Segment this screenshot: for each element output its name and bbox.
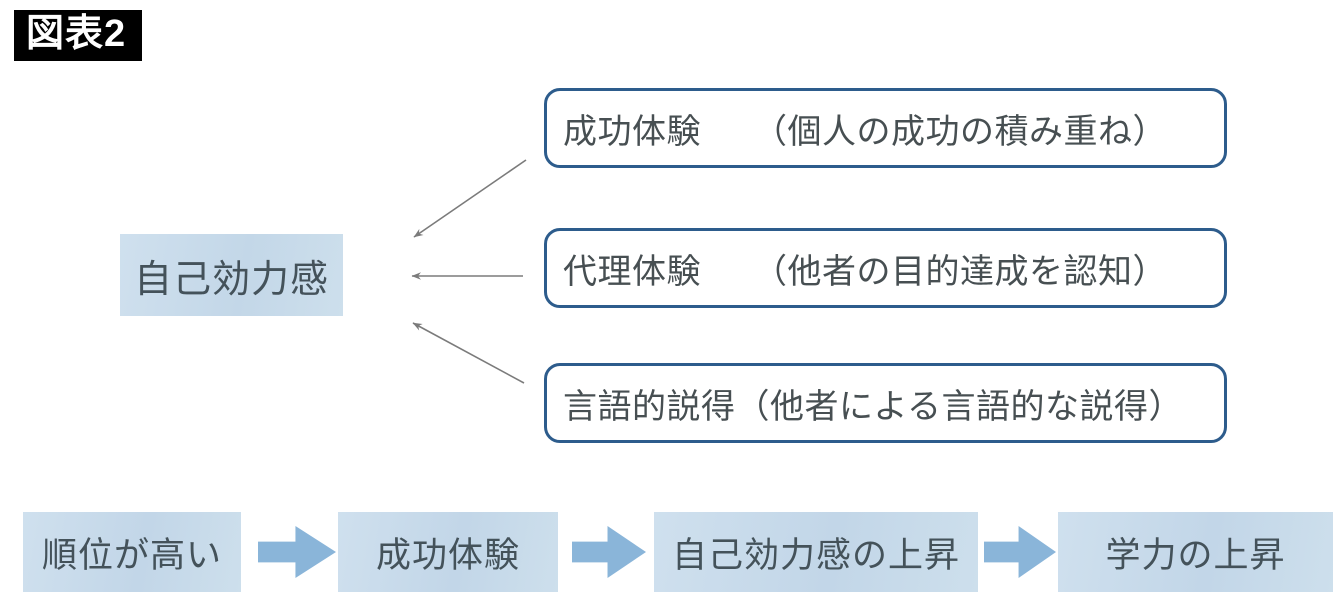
source-box-mastery-experience: 成功体験 （個人の成功の積み重ね）: [544, 88, 1227, 168]
flow-label-self-efficacy-rise: 自己効力感の上昇: [671, 535, 960, 576]
source-text-vicarious: 代理体験 （他者の目的達成を認知）: [563, 251, 1167, 292]
flow-box-success-experience: 成功体験: [338, 512, 558, 592]
flow-label-academic-rise: 学力の上昇: [1105, 535, 1286, 576]
flow-box-self-efficacy-rise: 自己効力感の上昇: [654, 512, 978, 592]
flow-label-high-rank: 順位が高い: [41, 535, 222, 576]
source-text-mastery: 成功体験 （個人の成功の積み重ね）: [563, 111, 1167, 152]
source-box-vicarious-experience: 代理体験 （他者の目的達成を認知）: [544, 228, 1227, 308]
arrow-mastery-to-target: [413, 159, 527, 238]
flow-box-academic-rise: 学力の上昇: [1058, 512, 1333, 592]
arrow-verbal-to-target: [412, 322, 525, 384]
figure-title: 図表2: [14, 10, 143, 61]
source-box-verbal-persuasion: 言語的説得（他者による言語的な説得）: [544, 363, 1227, 443]
flow-arrow-2-icon: [572, 526, 646, 578]
target-label: 自己効力感: [133, 256, 329, 301]
target-box-self-efficacy: 自己効力感: [120, 234, 343, 316]
flow-box-high-rank: 順位が高い: [23, 512, 241, 592]
flow-label-success-experience: 成功体験: [375, 535, 520, 576]
flow-arrow-1-icon: [258, 526, 336, 578]
source-text-verbal: 言語的説得（他者による言語的な説得）: [563, 386, 1183, 427]
flow-arrow-3-icon: [984, 526, 1056, 578]
